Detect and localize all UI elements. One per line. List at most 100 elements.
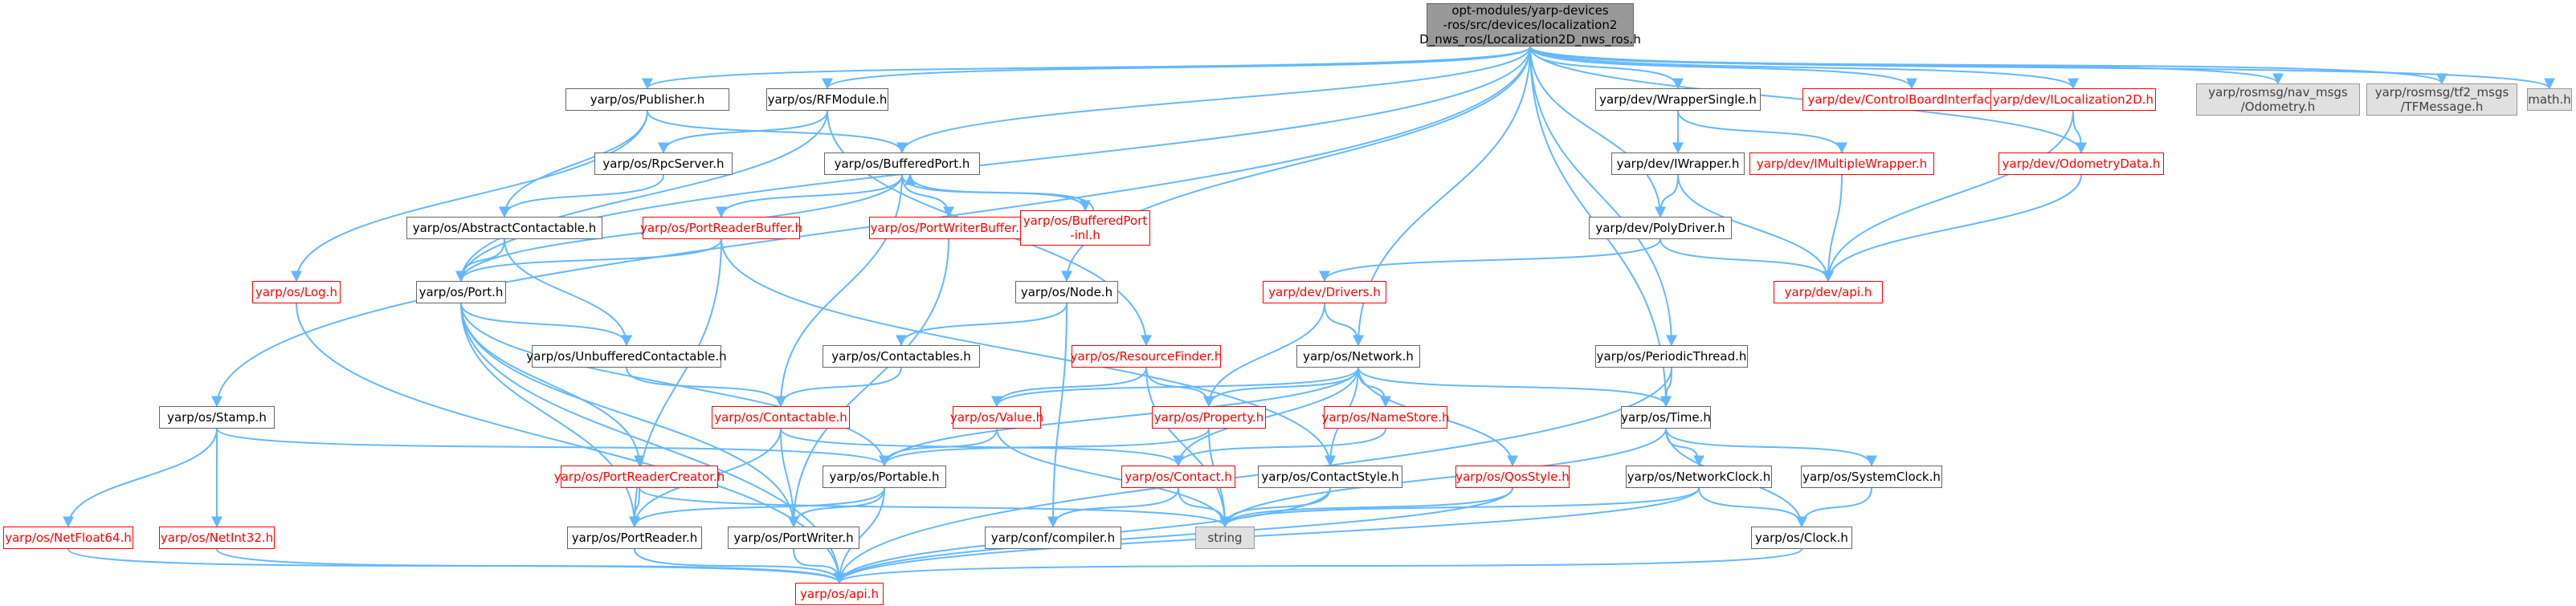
edge-resfinder-to-value [991,367,1147,408]
node-portreader[interactable]: yarp/os/PortReader.h [567,527,702,549]
edge-contactable-to-contact [780,428,1184,467]
edge-iloc-to-devapi [1823,110,2074,283]
edge-rfmodule-to-rpcserver [658,110,828,154]
node-imulti[interactable]: yarp/dev/IMultipleWrapper.h [1749,153,1934,175]
edge-publisher-to-log [291,110,648,283]
edge-prb-to-contactstyle [721,238,1336,467]
node-label: yarp/os/Contactables.h [831,349,971,364]
edge-contactables-to-contactable [775,367,902,408]
edge-wrappersingle-to-imulti [1677,110,1847,154]
edge-netclock-to-string [1219,487,1700,528]
node-label: yarp/os/SystemClock.h [1802,470,1941,484]
node-netfloat[interactable]: yarp/os/NetFloat64.h [3,527,133,549]
node-rpcserver[interactable]: yarp/os/RpcServer.h [594,153,733,175]
edge-time-to-string [1219,428,1667,528]
node-portable[interactable]: yarp/os/Portable.h [823,466,946,488]
node-contactstyle[interactable]: yarp/os/ContactStyle.h [1258,466,1402,488]
node-label: yarp/dev/IMultipleWrapper.h [1756,157,1928,171]
node-bpinl[interactable]: yarp/os/BufferedPort -inl.h [1020,210,1150,246]
edge-netclock-to-osapi [834,487,1700,584]
node-value[interactable]: yarp/os/Value.h [950,406,1043,429]
node-qos[interactable]: yarp/os/QosStyle.h [1455,466,1570,488]
node-netclock[interactable]: yarp/os/NetworkClock.h [1626,466,1772,488]
node-label: yarp/os/Network.h [1303,349,1414,364]
node-label: yarp/os/ResourceFinder.h [1070,349,1223,364]
node-devapi[interactable]: yarp/dev/api.h [1774,281,1883,303]
edge-portable-to-portreader [629,487,885,528]
edge-drivers-to-property [1203,303,1325,408]
node-osapi[interactable]: yarp/os/api.h [795,583,884,605]
node-stamp[interactable]: yarp/os/Stamp.h [159,406,275,429]
node-sysclock[interactable]: yarp/os/SystemClock.h [1801,466,1942,488]
edge-root-to-math [1529,46,2555,90]
edge-pwb-to-portwriter [788,238,949,528]
node-abscont[interactable]: yarp/os/AbstractContactable.h [406,217,602,239]
edge-sysclock-to-clock [1796,487,1872,528]
node-portwriter[interactable]: yarp/os/PortWriter.h [728,527,859,549]
node-prb[interactable]: yarp/os/PortReaderBuffer.h [639,217,803,239]
node-odometrydata[interactable]: yarp/dev/OdometryData.h [1998,153,2164,175]
node-contactable[interactable]: yarp/os/Contactable.h [712,406,850,429]
edge-port-to-portwriter [460,303,799,528]
edge-property-to-portable [879,428,1210,467]
node-tf2[interactable]: yarp/rosmsg/tf2_msgs /TFMessage.h [2366,83,2517,116]
node-node[interactable]: yarp/os/Node.h [1015,281,1118,303]
edge-portable-to-osapi [834,487,885,584]
edge-odometrydata-to-devapi [1823,174,2082,283]
node-navodo[interactable]: yarp/rosmsg/nav_msgs /Odometry.h [2196,83,2360,116]
node-rfmodule[interactable]: yarp/os/RFModule.h [766,88,888,111]
node-label: yarp/os/Contact.h [1125,470,1232,484]
node-unbuf[interactable]: yarp/os/UnbufferedContactable.h [526,345,727,368]
node-math[interactable]: math.h [2527,88,2572,111]
node-string[interactable]: string [1195,527,1255,549]
node-contactables[interactable]: yarp/os/Contactables.h [823,345,980,368]
edge-iwrapper-to-devapi [1677,174,1834,283]
node-label: yarp/dev/ControlBoardInterfaces.h [1807,92,2016,107]
node-label: yarp/os/NetworkClock.h [1627,470,1771,484]
node-prc[interactable]: yarp/os/PortReaderCreator.h [554,466,725,488]
edge-contactable-to-portwriter [780,428,799,528]
edge-publisher-to-bufport [647,110,908,154]
node-label: yarp/os/Log.h [255,285,337,299]
node-namestore[interactable]: yarp/os/NameStore.h [1321,406,1450,429]
node-clock[interactable]: yarp/os/Clock.h [1751,527,1852,549]
edge-port-to-prc [460,303,645,467]
edge-resfinder-to-string [1145,367,1231,528]
node-label: yarp/os/NameStore.h [1321,410,1450,425]
node-label: yarp/os/PortReaderBuffer.h [639,221,803,235]
edge-port-to-unbuf [460,303,632,347]
edge-drivers-to-network [1324,303,1364,347]
node-label: yarp/dev/IWrapper.h [1616,157,1740,171]
edge-layer [63,46,2555,584]
node-network[interactable]: yarp/os/Network.h [1296,345,1420,368]
node-contact[interactable]: yarp/os/Contact.h [1121,466,1235,488]
node-compiler[interactable]: yarp/conf/compiler.h [985,527,1121,549]
node-cbi[interactable]: yarp/dev/ControlBoardInterfaces.h [1802,88,2021,111]
node-port[interactable]: yarp/os/Port.h [416,281,506,303]
node-resfinder[interactable]: yarp/os/ResourceFinder.h [1070,345,1223,368]
node-label: yarp/os/Portable.h [829,470,940,484]
node-label: yarp/os/BufferedPort.h [834,157,970,171]
node-wrappersingle[interactable]: yarp/dev/WrapperSingle.h [1595,88,1761,111]
edge-qos-to-osapi [834,487,1513,584]
edge-bufport-to-pwb [901,174,954,218]
node-iloc[interactable]: yarp/dev/ILocalization2D.h [1990,88,2156,111]
edge-netclock-to-clock [1698,487,1807,528]
node-property[interactable]: yarp/os/Property.h [1152,406,1266,429]
node-label: yarp/rosmsg/tf2_msgs /TFMessage.h [2374,85,2509,114]
node-netint[interactable]: yarp/os/NetInt32.h [159,527,275,549]
node-label: yarp/dev/PolyDriver.h [1595,221,1725,235]
node-log[interactable]: yarp/os/Log.h [252,281,341,303]
node-label: yarp/os/PortWriter.h [733,531,854,545]
edge-root-to-publisher [642,46,1531,90]
node-label: yarp/os/api.h [799,587,879,601]
node-time[interactable]: yarp/os/Time.h [1621,406,1711,429]
node-periodic[interactable]: yarp/os/PeriodicThread.h [1595,345,1748,368]
edge-root-to-periodic [1529,46,1677,347]
node-pwb[interactable]: yarp/os/PortWriterBuffer.h [869,217,1028,239]
node-publisher[interactable]: yarp/os/Publisher.h [565,88,729,111]
node-iwrapper[interactable]: yarp/dev/IWrapper.h [1611,153,1745,175]
node-bufport[interactable]: yarp/os/BufferedPort.h [824,153,980,175]
node-drivers[interactable]: yarp/dev/Drivers.h [1263,281,1386,303]
node-polydriver[interactable]: yarp/dev/PolyDriver.h [1589,217,1732,239]
